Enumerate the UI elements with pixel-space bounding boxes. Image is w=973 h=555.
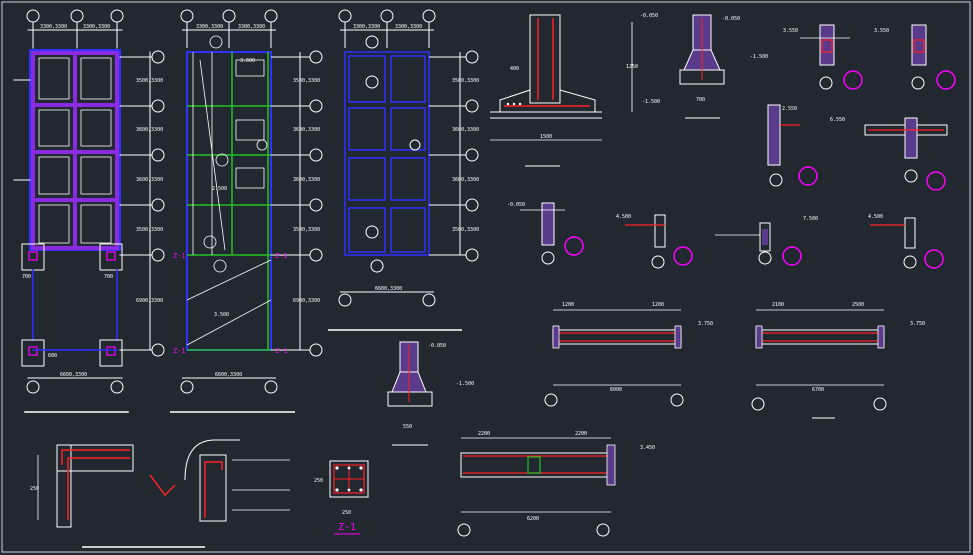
- footing-height: 1250: [626, 64, 638, 70]
- corner-rebar-detail[interactable]: 250: [30, 444, 205, 548]
- beam2-elev: 3.750: [910, 321, 925, 327]
- beam1-dim-top-2: 1200: [652, 302, 664, 308]
- plan3-dim-top-1: 3300,3300: [353, 24, 380, 30]
- plan2-dim-side-4: 3500,3300: [293, 227, 320, 233]
- plan1-dim-side-1: 3500,3300: [136, 78, 163, 84]
- framing-plan-1[interactable]: 3300,3300 3300,3300 3500,3300 360: [13, 9, 165, 413]
- wall-detail-group[interactable]: 3.550 3.550 2.550 6.550: [767, 24, 956, 191]
- wall-footing-detail-1[interactable]: -0.050 -1.500 700: [679, 14, 768, 119]
- wall-footing-1-elev-2: -1.500: [750, 54, 768, 60]
- parapet-c-elev: 7.500: [803, 216, 818, 222]
- beam3-elev: 3.450: [640, 445, 655, 451]
- plan2-elev-c: 3.500: [214, 312, 229, 318]
- beam3-dim-bottom: 6200: [527, 516, 539, 522]
- plan3-dim-side-1: 3500,3300: [452, 78, 479, 84]
- column-label: Z-1: [338, 522, 356, 533]
- column-section-z1[interactable]: 250 250 Z-1: [314, 460, 369, 535]
- beam-elevation-3[interactable]: 2200 2200 3.450 6200: [457, 431, 655, 537]
- plan1-low-mid: 600: [48, 353, 57, 359]
- beam3-dim-top-1: 2200: [478, 431, 490, 437]
- wall-detail-b-elev: 3.550: [874, 28, 889, 34]
- corner-detail-dim: 250: [30, 486, 39, 492]
- plan2-elev-b: 2.500: [212, 186, 227, 192]
- plan2-elev-a: 3.600: [240, 58, 255, 64]
- beam1-dim-bottom: 6000: [610, 387, 622, 393]
- plan2-dim-top-1: 3300,3300: [196, 24, 223, 30]
- parapet-a-elev: -0.050: [507, 202, 525, 208]
- hook-rebar-detail[interactable]: [149, 439, 290, 522]
- beam-elevation-2[interactable]: 2100 2500 3.750 6700: [751, 302, 925, 419]
- plan1-dim-side-4: 3500,3300: [136, 227, 163, 233]
- footing-section[interactable]: 1500 1250 400 -0.050 -1.500: [490, 13, 660, 167]
- wall-footing-2-width: 550: [403, 424, 412, 430]
- footing-side: 400: [510, 66, 519, 72]
- plan2-dim-top-2: 3300,3300: [238, 24, 265, 30]
- column-size-side: 250: [314, 478, 323, 484]
- plan1-low-2: 700: [104, 274, 113, 280]
- plan2-dim-side-3: 3600,3300: [293, 177, 320, 183]
- plan1-dim-side-2: 3600,3300: [136, 127, 163, 133]
- beam1-elev: 3.750: [698, 321, 713, 327]
- plan2-z-label-2: Z-1: [275, 252, 288, 260]
- plan2-z-label-3: Z-1: [173, 347, 186, 355]
- footing-elev-top: -0.050: [640, 13, 658, 19]
- footing-width: 1500: [540, 134, 552, 140]
- plan1-dim-top-2: 3300,3300: [83, 24, 110, 30]
- beam1-dim-top-1: 1200: [562, 302, 574, 308]
- plan1-dim-top-1: 3300,3300: [40, 24, 67, 30]
- plan3-dim-top-2: 3300,3300: [395, 24, 422, 30]
- wall-detail-d-elev: 6.550: [830, 117, 845, 123]
- beam2-dim-top-1: 2100: [772, 302, 784, 308]
- plan1-low-1: 700: [22, 274, 31, 280]
- wall-footing-1-elev: -0.050: [722, 16, 740, 22]
- parapet-detail-row[interactable]: -0.050 4.500 7.500 4.500: [507, 202, 944, 269]
- plan2-dim-bottom: 6600,3300: [215, 372, 242, 378]
- wall-footing-detail-2[interactable]: -0.050 -1.500 550: [387, 341, 474, 446]
- parapet-b-elev: 4.500: [616, 214, 631, 220]
- plan3-dim-bottom: 6600,3300: [375, 286, 402, 292]
- plan3-dim-side-3: 3600,3300: [452, 177, 479, 183]
- plan2-dim-side-1: 3500,3300: [293, 78, 320, 84]
- wall-detail-a-elev: 3.550: [783, 28, 798, 34]
- plan1-dim-bottom: 6600,3300: [60, 372, 87, 378]
- plan2-dim-lower: 6900,3300: [293, 298, 320, 304]
- plan2-z-label-1: Z-1: [173, 252, 186, 260]
- plan1-dim-side-3: 3600,3300: [136, 177, 163, 183]
- footing-elev: -1.500: [642, 99, 660, 105]
- column-size-bottom: 250: [342, 510, 351, 516]
- framing-plan-2[interactable]: 3300,3300 3300,3300 3.600: [170, 9, 323, 413]
- wall-footing-1-width: 700: [696, 97, 705, 103]
- beam-elevation-1[interactable]: 1200 1200 3.750 6000: [544, 302, 713, 407]
- plan3-dim-side-2: 3600,3300: [452, 127, 479, 133]
- beam2-dim-top-2: 2500: [852, 302, 864, 308]
- plan1-dim-lower: 6900,3300: [136, 298, 163, 304]
- plan2-dim-side-2: 3600,3300: [293, 127, 320, 133]
- plan3-dim-side-4: 3500,3300: [452, 227, 479, 233]
- wall-footing-2-elev-2: -1.500: [456, 381, 474, 387]
- wall-detail-c-elev: 2.550: [782, 106, 797, 112]
- wall-footing-2-elev: -0.050: [428, 343, 446, 349]
- beam2-dim-bottom: 6700: [812, 387, 824, 393]
- parapet-d-elev: 4.500: [868, 214, 883, 220]
- plan2-z-label-4: Z-1: [275, 347, 288, 355]
- beam3-dim-top-2: 2200: [575, 431, 587, 437]
- framing-plan-3[interactable]: 3300,3300 3300,3300 3500,3300 3600,3300: [328, 9, 479, 331]
